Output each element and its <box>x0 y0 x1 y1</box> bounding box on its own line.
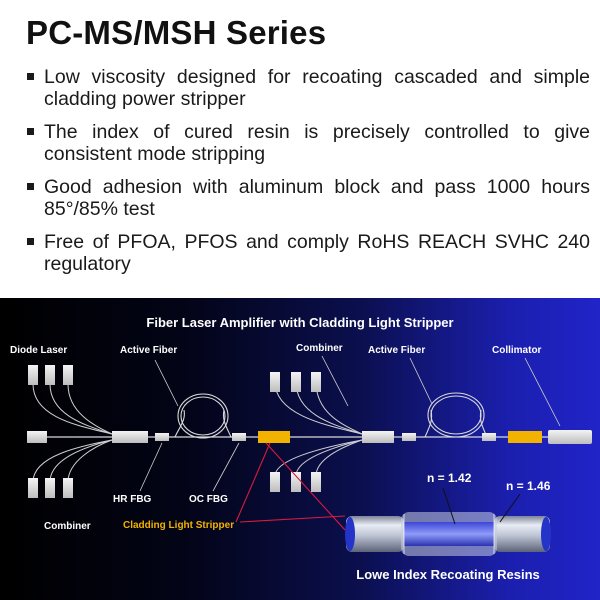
hr-fbg <box>155 433 169 441</box>
diode-laser-group-top <box>32 383 113 483</box>
collimator <box>548 430 592 444</box>
cladding-stripper-label: Cladding Light Stripper <box>123 520 234 531</box>
resin-caption: Lowe Index Recoating Resins <box>356 567 540 582</box>
diagram-heading: Fiber Laser Amplifier with Cladding Ligh… <box>146 315 453 330</box>
active-fiber-pointer-2 <box>409 357 433 405</box>
combiner-label-bottom: Combiner <box>44 521 91 532</box>
diode-laser-box <box>270 472 280 492</box>
n1-pointer <box>442 487 456 525</box>
diagram-canvas: Fiber Laser Amplifier with Cladding Ligh… <box>10 315 592 582</box>
active-fiber-coil-1 <box>174 393 232 439</box>
diode-laser-box-center <box>27 431 47 443</box>
page-title: PC-MS/MSH Series <box>26 14 327 51</box>
cladding-stripper-2 <box>508 431 542 443</box>
fiber-laser-diagram: Fiber Laser Amplifier with Cladding Ligh… <box>0 298 600 600</box>
feature-bullet: The index of cured resin is precisely co… <box>26 121 590 165</box>
collimator-label: Collimator <box>492 345 542 356</box>
diode-laser-box <box>311 372 321 392</box>
diode-laser-box <box>45 478 55 498</box>
feature-text: Low viscosity designed for recoating cas… <box>44 66 590 110</box>
active-fiber-label-2: Active Fiber <box>368 345 425 356</box>
feature-bullet: Good adhesion with aluminum block and pa… <box>26 176 590 220</box>
fbg-3 <box>482 433 496 441</box>
diode-laser-box <box>270 372 280 392</box>
combiner-pointer-2 <box>321 355 349 407</box>
stripper-pointer-1 <box>235 442 271 523</box>
diode-laser-box <box>45 365 55 385</box>
feature-list: Low viscosity designed for recoating cas… <box>26 66 590 286</box>
combiner-label-top: Combiner <box>296 343 343 354</box>
hr-fbg-label: HR FBG <box>113 494 152 505</box>
feature-text: Free of PFOA, PFOS and comply RoHS REACH… <box>44 231 590 275</box>
feature-bullet: Free of PFOA, PFOS and comply RoHS REACH… <box>26 231 590 275</box>
stripper-pointer-2 <box>265 442 346 531</box>
hr-fbg-pointer <box>139 442 163 492</box>
recoat-illustration <box>345 512 551 556</box>
oc-fbg-pointer <box>212 442 240 492</box>
index-label-2: n = 1.46 <box>506 479 551 493</box>
diode-laser-box <box>63 365 73 385</box>
cladding-stripper-1 <box>258 431 290 443</box>
combiner-2 <box>362 431 394 443</box>
collimator-pointer <box>524 357 561 427</box>
active-fiber-pointer-1 <box>154 359 179 407</box>
diode-laser-box <box>311 472 321 492</box>
active-fiber-label-1: Active Fiber <box>120 345 177 356</box>
diode-laser-label: Diode Laser <box>10 345 67 356</box>
diode-laser-box <box>63 478 73 498</box>
active-fiber-coil-2 <box>424 392 488 438</box>
feature-text: Good adhesion with aluminum block and pa… <box>44 176 590 220</box>
feature-text: The index of cured resin is precisely co… <box>44 121 590 165</box>
index-label-1: n = 1.42 <box>427 471 472 485</box>
combiner-1 <box>112 431 148 443</box>
n2-pointer <box>499 493 521 523</box>
diode-laser-box <box>28 478 38 498</box>
stripper-pointer-3 <box>239 515 346 523</box>
diode-laser-box <box>28 365 38 385</box>
diode-laser-box <box>291 372 301 392</box>
oc-fbg <box>232 433 246 441</box>
feature-bullet: Low viscosity designed for recoating cas… <box>26 66 590 110</box>
diode-laser-box <box>291 472 301 492</box>
diode-laser-group-2 <box>274 381 363 477</box>
oc-fbg-label: OC FBG <box>189 494 228 505</box>
fbg-2 <box>402 433 416 441</box>
